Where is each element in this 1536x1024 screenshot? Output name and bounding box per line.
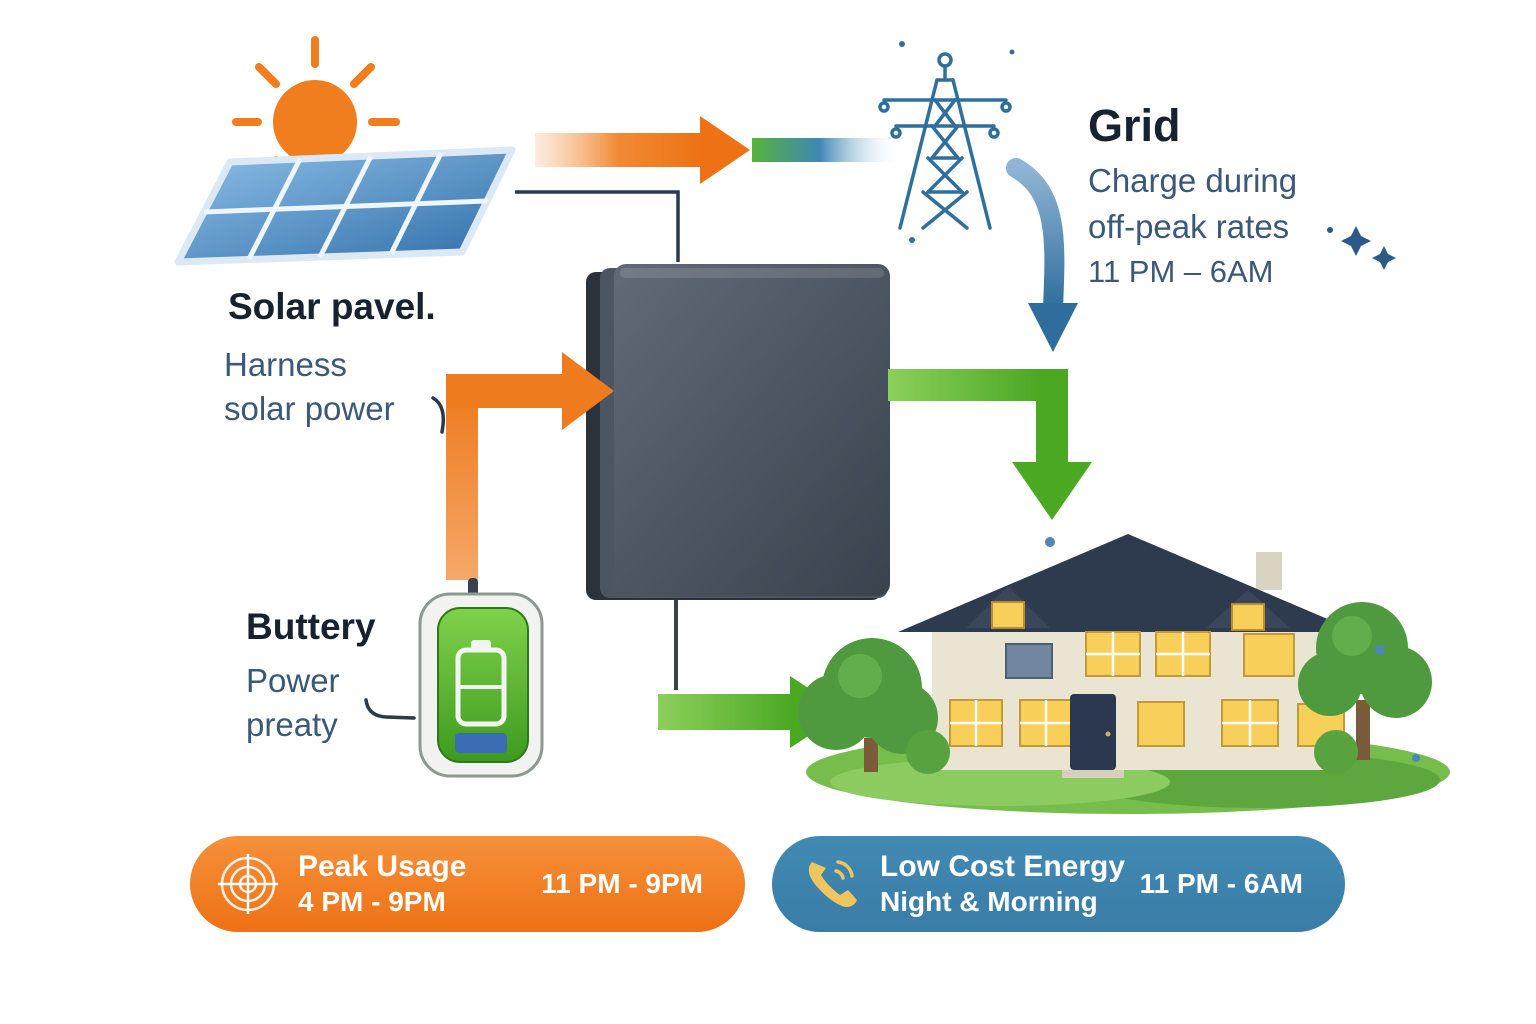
- decorative-droplets: [1045, 537, 1420, 762]
- unit-to-house-arrow: [888, 369, 1092, 520]
- panel-to-powerwall-connector: [515, 190, 680, 262]
- decorative-dots: [899, 41, 1015, 243]
- solar-panel-illustration: [174, 146, 516, 266]
- low-cost-time: 11 PM - 6AM: [1139, 868, 1303, 899]
- low-cost-title: Low Cost Energy: [880, 850, 1126, 884]
- grid-caption-line1: Charge during: [1088, 162, 1298, 199]
- solar-panel-caption-line2: solar power: [224, 390, 395, 427]
- low-cost-energy-badge: Low Cost Energy Night & Morning 11 PM - …: [772, 836, 1345, 932]
- house-illustration: [798, 534, 1450, 814]
- grid-offpeak-time: 11 PM – 6AM: [1088, 254, 1274, 289]
- battery-caption-line2: preaty: [246, 706, 338, 743]
- tree-left: [798, 638, 938, 772]
- peak-usage-badge: Peak Usage 4 PM - 9PM 11 PM - 9PM: [190, 836, 745, 932]
- battery-title: Buttery: [246, 606, 376, 647]
- grid-charging-arrow: [1006, 158, 1078, 352]
- battery-unit-illustration: [586, 264, 890, 600]
- solar-panel-caption-line1: Harness: [224, 346, 347, 383]
- tree-right: [1298, 602, 1432, 760]
- peak-usage-time: 11 PM - 9PM: [541, 868, 703, 899]
- grid-caption-line2: off-peak rates: [1088, 208, 1290, 245]
- phone-icon: [808, 860, 857, 908]
- wall-battery-to-unit-arrow: [446, 352, 614, 580]
- arrow-color-transition: [752, 138, 902, 162]
- solar-panel-title: Solar pavel.: [228, 286, 436, 327]
- battery-caption-line1: Power: [246, 662, 340, 699]
- low-cost-subtitle: Night & Morning: [880, 886, 1098, 918]
- grid-title: Grid: [1088, 100, 1181, 151]
- transmission-tower-icon: [878, 52, 1012, 230]
- battery-label-connector: [364, 698, 416, 720]
- solar-label-connector: [431, 396, 446, 434]
- target-icon: [218, 854, 278, 914]
- decorative-stars: [1327, 226, 1396, 270]
- wall-battery-icon: [418, 578, 544, 778]
- peak-usage-subtitle: 4 PM - 9PM: [298, 886, 446, 918]
- peak-usage-title: Peak Usage: [298, 850, 467, 884]
- solar-to-grid-arrow: [535, 116, 902, 184]
